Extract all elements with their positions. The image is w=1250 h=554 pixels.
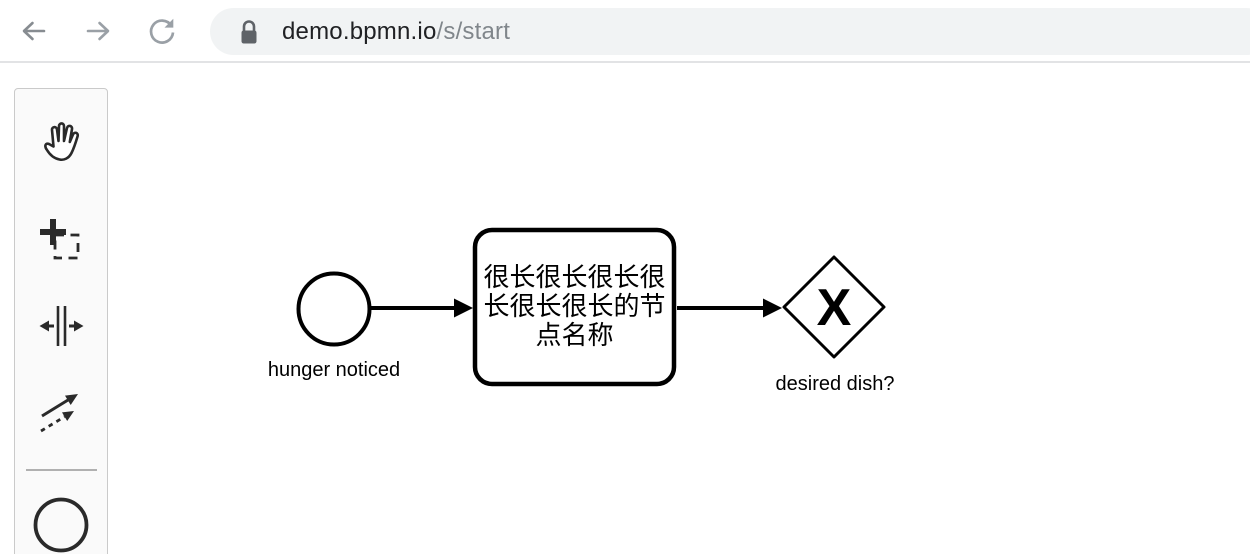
site-security-button[interactable] — [238, 18, 260, 46]
reload-icon — [149, 18, 175, 44]
task-shape[interactable] — [472, 227, 677, 387]
gateway-x-marker-icon: X — [817, 279, 852, 337]
url-path: /s/start — [436, 17, 511, 45]
task-label-line: 点名称 — [535, 320, 614, 350]
space-tool-button[interactable] — [37, 302, 85, 350]
forward-button[interactable] — [76, 9, 120, 53]
hand-icon — [44, 122, 80, 162]
bpmn-palette — [14, 88, 108, 554]
sequence-flow-task-to-gateway[interactable] — [677, 298, 782, 318]
global-connect-tool-button[interactable] — [37, 385, 85, 433]
reload-button[interactable] — [140, 9, 184, 53]
back-arrow-icon — [22, 21, 46, 40]
task-label-line: 长很长很长的节 — [483, 291, 666, 321]
task-label-line: 很长很长很长很 — [483, 262, 666, 292]
task-label[interactable]: 很长很长很长很 长很长很长的节 点名称 — [475, 263, 674, 350]
browser-toolbar: demo.bpmn.io/s/start — [0, 0, 1250, 63]
back-button[interactable] — [12, 9, 56, 53]
start-event-label[interactable]: hunger noticed — [267, 359, 401, 381]
start-event-shape[interactable] — [296, 271, 372, 347]
sequence-flow-start-to-task[interactable] — [371, 298, 473, 318]
gateway-shape[interactable] — [782, 255, 886, 359]
arrowhead-icon — [763, 298, 782, 318]
lock-icon — [241, 19, 257, 43]
connection-arrows-icon — [40, 394, 78, 433]
forward-arrow-icon — [86, 21, 110, 40]
lasso-icon — [40, 219, 80, 260]
hand-tool-button[interactable] — [37, 117, 85, 165]
url-address-bar[interactable]: demo.bpmn.io/s/start — [210, 8, 1250, 55]
url-text: demo.bpmn.io/s/start — [282, 18, 510, 46]
create-start-event-button[interactable] — [32, 496, 90, 554]
url-host: demo.bpmn.io — [282, 17, 437, 45]
space-tool-icon — [39, 306, 84, 346]
start-event-circle-icon — [33, 497, 89, 553]
arrowhead-icon — [454, 298, 473, 318]
lasso-tool-button[interactable] — [37, 217, 85, 265]
gateway-label[interactable]: desired dish? — [775, 373, 895, 395]
palette-separator — [26, 469, 97, 471]
